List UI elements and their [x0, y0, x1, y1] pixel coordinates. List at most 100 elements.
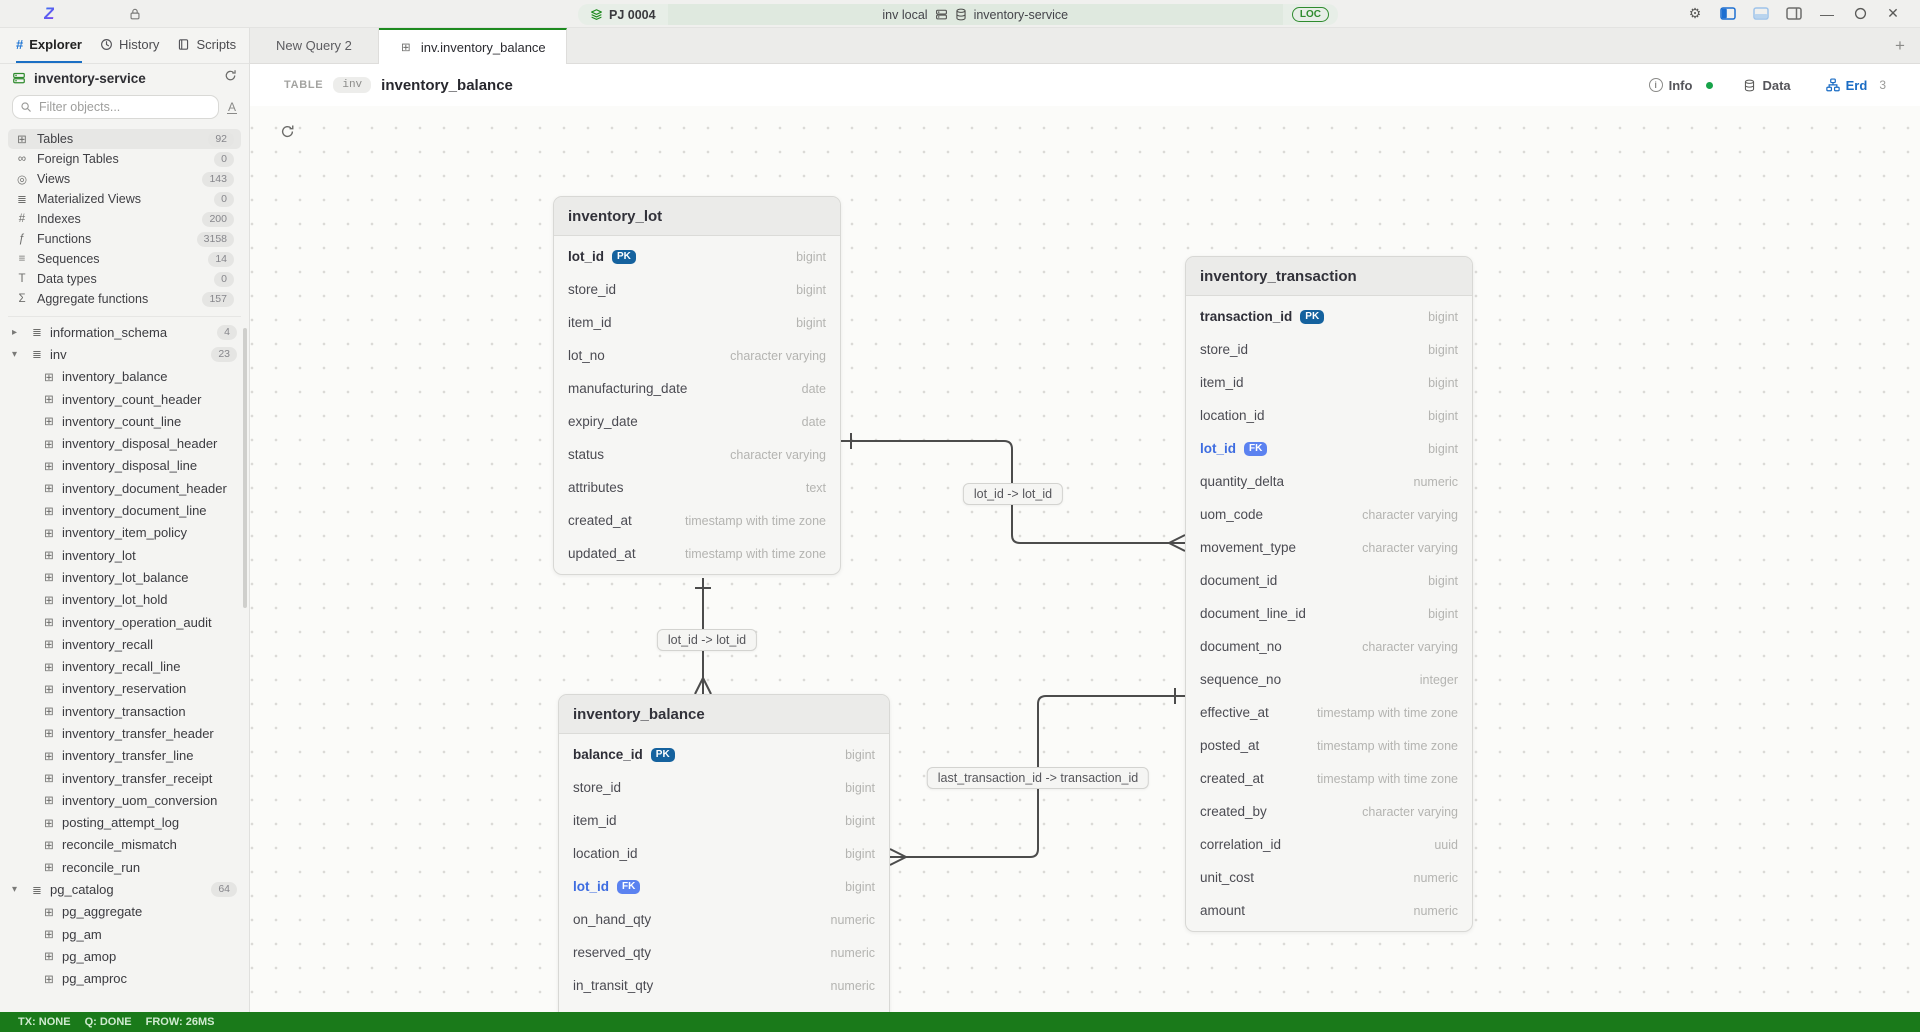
tree-table-inventory-transfer-header[interactable]: ⊞inventory_transfer_header: [8, 722, 241, 744]
tree-table-inventory-balance[interactable]: ⊞inventory_balance: [8, 366, 241, 388]
tree-table-inventory-transaction[interactable]: ⊞inventory_transaction: [8, 700, 241, 722]
titlebar-context-pill[interactable]: PJ 0004 inv local inventory-service LOC: [578, 4, 1338, 25]
erd-table-title[interactable]: inventory_transaction: [1186, 257, 1472, 296]
connection-row[interactable]: inventory-service: [0, 64, 249, 92]
tree-table-inventory-operation-audit[interactable]: ⊞inventory_operation_audit: [8, 611, 241, 633]
toggle-right-panel-icon[interactable]: [1785, 5, 1803, 23]
tree-table-reconcile-run[interactable]: ⊞reconcile_run: [8, 856, 241, 878]
tree-table-inventory-uom-conversion[interactable]: ⊞inventory_uom_conversion: [8, 789, 241, 811]
erd-refresh-button[interactable]: [274, 118, 300, 144]
settings-gear-icon[interactable]: ⚙: [1688, 5, 1702, 21]
minimize-button[interactable]: —: [1820, 5, 1834, 22]
view-info-button[interactable]: i Info: [1644, 78, 1698, 93]
tree-table-pg-am[interactable]: ⊞pg_am: [8, 923, 241, 945]
tab-inv-inventory-balance[interactable]: ⊞ inv.inventory_balance: [378, 28, 567, 64]
erd-table-title[interactable]: inventory_lot: [554, 197, 840, 236]
sidebar-scrollbar[interactable]: [243, 328, 247, 608]
tree-table-posting-attempt-log[interactable]: ⊞posting_attempt_log: [8, 812, 241, 834]
tree-table-inventory-document-header[interactable]: ⊞inventory_document_header: [8, 477, 241, 499]
refresh-connection-icon[interactable]: [224, 69, 237, 87]
tree-table-inventory-disposal-line[interactable]: ⊞inventory_disposal_line: [8, 455, 241, 477]
tree-table-pg-amop[interactable]: ⊞pg_amop: [8, 945, 241, 967]
tab-history[interactable]: History: [100, 28, 159, 63]
tree-table-inventory-recall-line[interactable]: ⊞inventory_recall_line: [8, 655, 241, 677]
tree-table-inventory-document-line[interactable]: ⊞inventory_document_line: [8, 499, 241, 521]
tab-explorer[interactable]: # Explorer: [16, 28, 82, 63]
close-button[interactable]: ✕: [1887, 5, 1899, 21]
tab-new-query-2[interactable]: New Query 2: [250, 28, 379, 63]
tree-table-reconcile-mismatch[interactable]: ⊞reconcile_mismatch: [8, 834, 241, 856]
connection-segment[interactable]: inv local inventory-service: [667, 4, 1283, 25]
tab-scripts[interactable]: Scripts: [177, 28, 236, 63]
tree-table-inventory-recall[interactable]: ⊞inventory_recall: [8, 633, 241, 655]
tree-table-inventory-count-line[interactable]: ⊞inventory_count_line: [8, 410, 241, 432]
lock-icon[interactable]: [126, 5, 144, 23]
chevron-down-icon[interactable]: ▾: [12, 348, 18, 360]
tree-table-inventory-reservation[interactable]: ⊞inventory_reservation: [8, 678, 241, 700]
toggle-left-panel-icon[interactable]: [1719, 5, 1737, 23]
tree-table-pg-aggregate[interactable]: ⊞pg_aggregate: [8, 901, 241, 923]
filter-objects-input[interactable]: [12, 95, 219, 119]
tree-table-inventory-transfer-line[interactable]: ⊞inventory_transfer_line: [8, 745, 241, 767]
tree-table-inventory-count-header[interactable]: ⊞inventory_count_header: [8, 388, 241, 410]
view-erd-button[interactable]: Erd: [1821, 78, 1873, 93]
chevron-right-icon[interactable]: ▸: [12, 326, 18, 338]
tree-table-inventory-lot-balance[interactable]: ⊞inventory_lot_balance: [8, 566, 241, 588]
app-logo[interactable]: Z: [44, 3, 55, 23]
tree-table-inventory-lot[interactable]: ⊞inventory_lot: [8, 544, 241, 566]
chevron-down-icon[interactable]: ▾: [12, 884, 18, 896]
erd-table-title[interactable]: inventory_balance: [559, 695, 889, 734]
new-tab-button[interactable]: +: [1895, 35, 1905, 55]
toggle-bottom-panel-icon[interactable]: [1752, 5, 1770, 23]
tree-table-inventory-lot-hold[interactable]: ⊞inventory_lot_hold: [8, 589, 241, 611]
